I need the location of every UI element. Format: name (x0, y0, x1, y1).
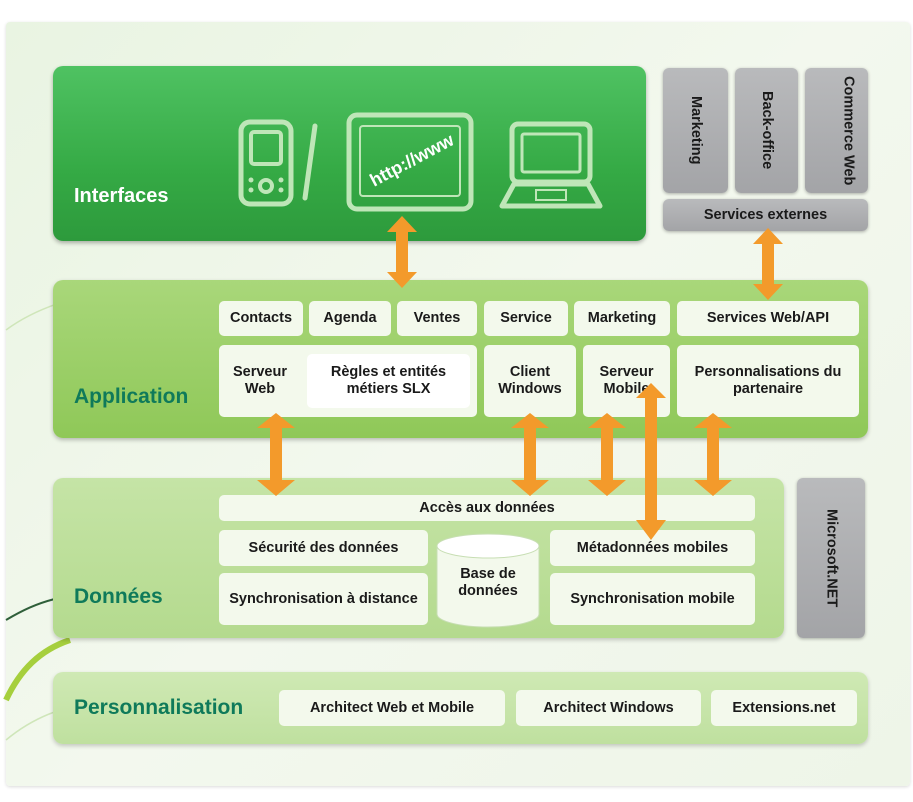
microsoft-net-label: Microsoft.NET (823, 508, 840, 608)
metadonnees-box: Métadonnées mobiles (550, 530, 755, 566)
sync-distance-box: Synchronisation à distance (219, 573, 428, 625)
interfaces-title: Interfaces (74, 185, 169, 207)
extensions-net-box: Extensions.net (711, 690, 857, 726)
module-agenda: Agenda (309, 301, 391, 336)
acces-donnees-box: Accès aux données (219, 495, 755, 521)
web-browser-icon: http://www (346, 112, 474, 212)
external-item-commerce-web: Commerce Web (805, 68, 868, 193)
base-donnees-label: Base de données (458, 566, 518, 599)
external-services-box: Services externes (663, 199, 868, 231)
laptop-icon (499, 121, 603, 209)
architect-web-mobile-box: Architect Web et Mobile (279, 690, 505, 726)
external-item-marketing: Marketing (663, 68, 728, 193)
database-icon (436, 533, 540, 628)
personnalisation-title: Personnalisation (74, 696, 244, 719)
external-item-label: Back-office (759, 91, 775, 170)
microsoft-net-box: Microsoft.NET (797, 478, 865, 638)
sync-mobile-box: Synchronisation mobile (550, 573, 755, 625)
module-services-web-api: Services Web/API (677, 301, 859, 336)
application-title: Application (74, 385, 189, 408)
serveur-web-box: Serveur Web (232, 364, 287, 397)
securite-box: Sécurité des données (219, 530, 428, 566)
donnees-title: Données (74, 585, 163, 608)
module-ventes: Ventes (397, 301, 477, 336)
client-windows-box: Client Windows (484, 345, 576, 417)
serveur-mobile-box: Serveur Mobile (583, 345, 670, 417)
architect-windows-box: Architect Windows (516, 690, 701, 726)
regles-box: Règles et entités métiers SLX (307, 354, 470, 408)
module-service: Service (484, 301, 568, 336)
pda-icon (238, 119, 318, 207)
module-contacts: Contacts (219, 301, 303, 336)
external-services-label: Services externes (703, 207, 828, 223)
external-item-label: Commerce Web (840, 75, 857, 186)
module-marketing: Marketing (574, 301, 670, 336)
external-item-back-office: Back-office (735, 68, 798, 193)
personnalisations-box: Personnalisations du partenaire (677, 345, 859, 417)
external-item-label: Marketing (688, 96, 704, 165)
